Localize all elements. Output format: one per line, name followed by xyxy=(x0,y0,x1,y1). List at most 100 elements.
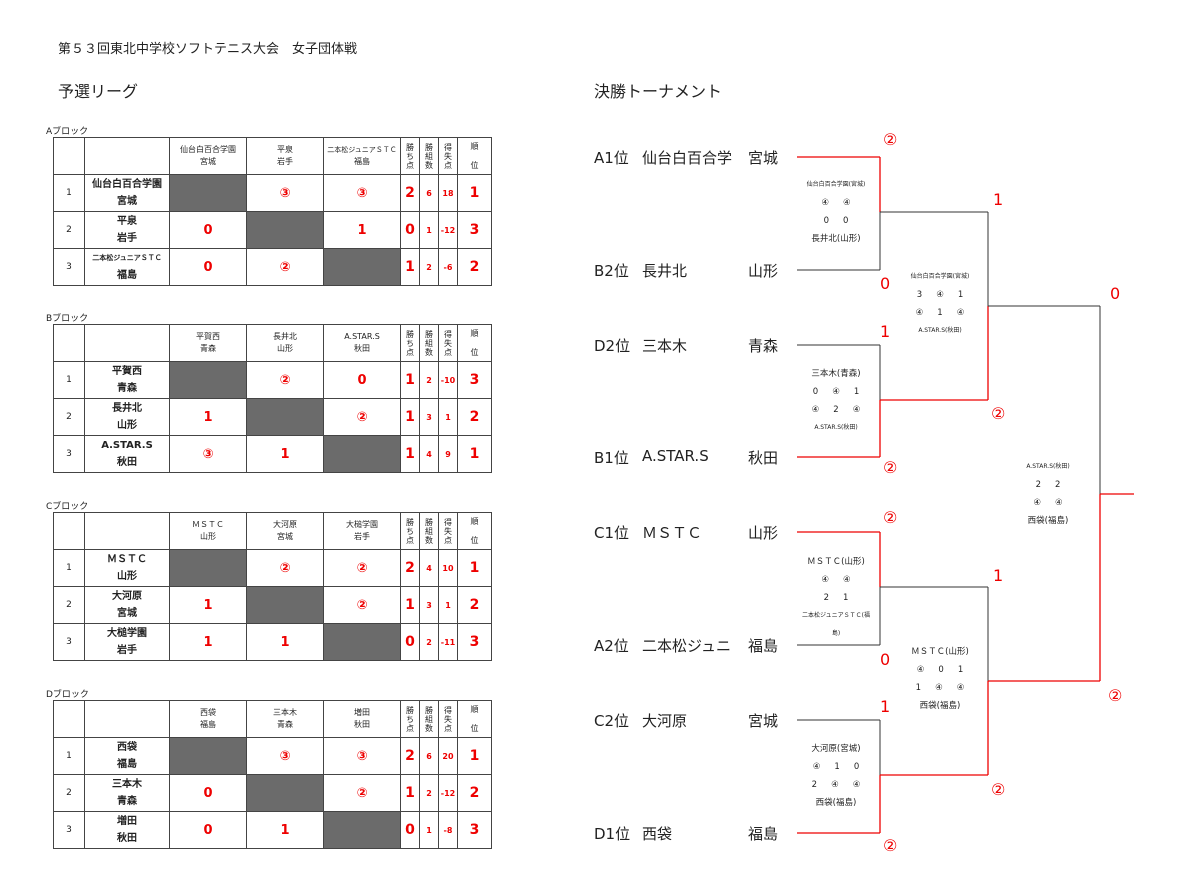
detail-game: ④ xyxy=(956,683,965,693)
diff-cell: 1 xyxy=(438,398,458,436)
row-number: 2 xyxy=(53,774,85,812)
detail-game: ④ xyxy=(936,290,944,300)
diff-header-text: 得失点 xyxy=(440,143,457,170)
sets-header-text-char: 数 xyxy=(425,347,433,357)
diff-header-text-char: 失 xyxy=(444,714,452,724)
wins-header-text-char: 点 xyxy=(406,535,414,545)
detail-team-bottom: 西袋(福島) xyxy=(919,701,961,711)
rank-header: 順位 xyxy=(457,324,492,362)
wins-header-text-char: ち xyxy=(406,714,414,724)
diff-header-text-char: 点 xyxy=(444,347,452,357)
rank-header-text: 順位 xyxy=(459,142,491,170)
rank-cell: 1 xyxy=(457,435,492,473)
diff-header-text-char: 失 xyxy=(444,526,452,536)
diff-cell: 1 xyxy=(438,586,458,624)
sets-cell: 6 xyxy=(419,737,439,775)
wins-header-text: 勝ち点 xyxy=(402,517,419,545)
rank-header-char: 順 xyxy=(470,705,479,714)
entry-seed: A1位 xyxy=(594,149,629,167)
round2-score: ② xyxy=(991,780,1006,799)
row-number: 3 xyxy=(53,623,85,661)
wins-cell: 1 xyxy=(400,774,420,812)
corner-cell xyxy=(84,137,170,175)
rank-header-text: 順位 xyxy=(459,329,491,357)
detail-game: ④ xyxy=(811,405,820,415)
wins-cell: 0 xyxy=(400,811,420,849)
entry-pref: 山形 xyxy=(748,262,779,280)
result-cell: ③ xyxy=(323,174,401,212)
opponent-pref: 秋田 xyxy=(354,720,370,729)
wins-header-text-char: 勝 xyxy=(406,517,414,527)
entry-team: 西袋 xyxy=(642,825,673,843)
diff-header-text-char: 得 xyxy=(444,705,452,715)
result-cell: 1 xyxy=(246,623,324,661)
entry-pref: 宮城 xyxy=(748,149,779,167)
detail-game: 2 xyxy=(1055,480,1061,490)
rank-header-char: 順 xyxy=(470,142,479,151)
detail-team-bottom: 西袋(福島) xyxy=(815,798,857,808)
sets-header-text-char: 勝 xyxy=(425,142,433,152)
opponent-pref: 山形 xyxy=(200,532,216,541)
rank-header-char: 位 xyxy=(470,536,479,545)
diff-cell: -8 xyxy=(438,811,458,849)
spacer xyxy=(459,714,491,724)
detail-game: 3 xyxy=(916,290,923,300)
team-pref: 福島 xyxy=(117,270,137,281)
entry-seed: D1位 xyxy=(594,825,631,843)
round1-score: ② xyxy=(883,836,898,855)
diff-cell: 10 xyxy=(438,549,458,587)
diff-cell: 18 xyxy=(438,174,458,212)
wins-cell: 1 xyxy=(400,398,420,436)
diff-cell: -6 xyxy=(438,248,458,286)
sets-header-text: 勝組数 xyxy=(421,142,438,170)
rank-header-char: 順 xyxy=(470,329,479,338)
self-cell xyxy=(246,774,324,812)
opponent-pref: 福島 xyxy=(354,157,370,166)
sets-cell: 2 xyxy=(419,623,439,661)
detail-game: 0 xyxy=(853,762,860,772)
wins-cell: 1 xyxy=(400,435,420,473)
rank-header: 順位 xyxy=(457,137,492,175)
detail-game: 2 xyxy=(833,405,839,415)
entry-team: A.STAR.S xyxy=(642,447,709,465)
result-cell: ③ xyxy=(323,737,401,775)
sets-header-text-char: 数 xyxy=(425,160,433,170)
rank-cell: 2 xyxy=(457,248,492,286)
detail-game: 1 xyxy=(853,387,860,397)
wins-header-text-char: 勝 xyxy=(406,705,414,715)
row-number: 2 xyxy=(53,586,85,624)
entry-team: 大河原 xyxy=(642,712,688,730)
wins-cell: 0 xyxy=(400,623,420,661)
self-cell xyxy=(323,623,401,661)
sets-cell: 2 xyxy=(419,774,439,812)
opponent-name: 仙台白百合学園 xyxy=(180,145,236,154)
sets-header-text: 勝組数 xyxy=(421,706,438,733)
detail-team-top: ＭＳＴＣ(山形) xyxy=(911,647,969,657)
detail-team-top: ＭＳＴＣ(山形) xyxy=(807,557,865,567)
entry-seed: A2位 xyxy=(594,637,629,655)
block-label: Cブロック xyxy=(46,502,89,512)
wins-header: 勝ち点 xyxy=(400,324,420,362)
entry-team: ＭＳＴＣ xyxy=(642,524,703,542)
team-name: 三本木 xyxy=(112,779,142,790)
detail-team-bottom: A.STAR.S(秋田) xyxy=(814,424,858,431)
result-cell: ② xyxy=(323,586,401,624)
wins-header-text-char: 勝 xyxy=(406,142,414,152)
team-name: 増田 xyxy=(117,816,137,827)
opponent-name: 大河原 xyxy=(273,520,297,529)
diff-header-text: 得失点 xyxy=(440,705,457,733)
team-pref: 青森 xyxy=(117,383,137,394)
wins-cell: 2 xyxy=(400,549,420,587)
detail-game: 1 xyxy=(843,593,849,603)
